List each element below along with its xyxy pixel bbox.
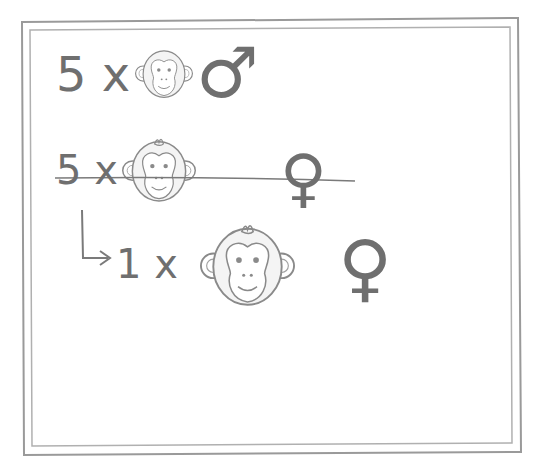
count-label: 1 x [116,244,178,284]
count-label: 5 x [56,50,130,98]
female-symbol: ♀ [280,146,327,210]
female-symbol: ♀ [338,230,392,304]
male-symbol: ♂ [196,38,259,108]
count-label: 5 x [56,150,118,190]
